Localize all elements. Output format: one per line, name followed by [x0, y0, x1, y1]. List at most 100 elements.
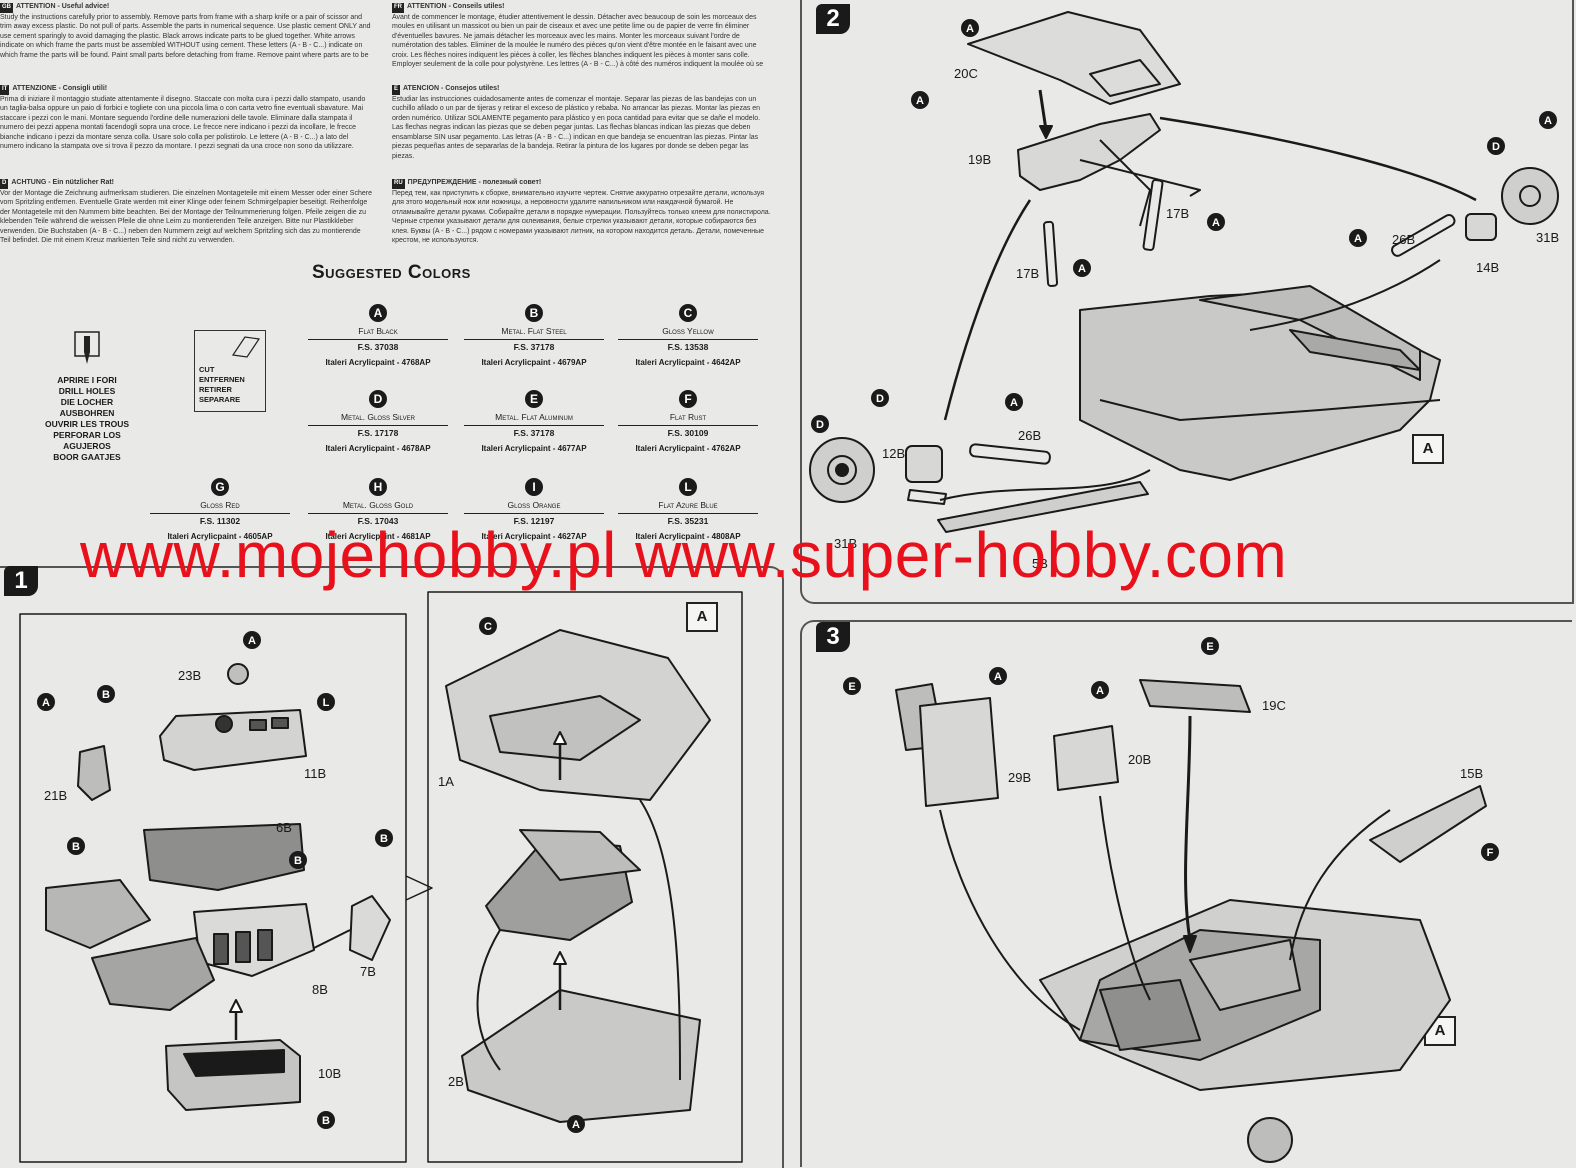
color-italeri-code: Italeri Acrylicpaint - 4605AP	[167, 532, 273, 541]
svg-text:A: A	[916, 95, 924, 107]
part-label: 10B	[318, 1066, 341, 1081]
callout-b: B	[67, 837, 85, 855]
callout-d: D	[811, 415, 829, 433]
color-italeri-code: Italeri Acrylicpaint - 4681AP	[325, 532, 431, 541]
color-italeri-code: Italeri Acrylicpaint - 4679AP	[481, 358, 587, 367]
svg-text:A: A	[1096, 685, 1104, 697]
callout-a: A	[1073, 259, 1091, 277]
color-fs-code: F.S. 17043	[357, 516, 399, 526]
color-name: Metal. Flat Aluminum	[464, 410, 604, 426]
drill-legend-line: BOOR GAATJES	[53, 452, 121, 462]
instructions-es-text: Estudiar las instrucciones cuidadosament…	[392, 95, 761, 160]
callout-d: D	[871, 389, 889, 407]
callout-a: A	[243, 631, 261, 649]
color-italeri-code: Italeri Acrylicpaint - 4768AP	[325, 358, 431, 367]
color-letter-badge: A	[369, 304, 387, 322]
part-label: 19B	[968, 152, 991, 167]
drill-legend-line: DIE LOCHER AUSBOHREN	[59, 397, 115, 418]
color-name: Metal. Gloss Silver	[308, 410, 448, 426]
svg-text:A: A	[42, 697, 50, 709]
callout-e: E	[1201, 637, 1219, 655]
color-fs-code: F.S. 37178	[513, 342, 555, 352]
drill-legend-line: APRIRE I FORI	[57, 375, 117, 385]
drill-legend-line: PERFORAR LOS AGUJEROS	[53, 430, 121, 451]
callout-b: B	[317, 1111, 335, 1129]
svg-text:A: A	[572, 1119, 580, 1131]
part-letter-callouts: A A A A A D A D D A A A B L B B B B C A …	[37, 19, 1557, 1133]
color-name: Gloss Yellow	[618, 324, 758, 340]
svg-text:B: B	[102, 689, 110, 701]
svg-text:B: B	[72, 841, 80, 853]
step-3-number: 3	[816, 622, 850, 652]
svg-text:E: E	[1206, 641, 1213, 653]
callout-b: B	[289, 851, 307, 869]
callout-l: L	[317, 693, 335, 711]
step-2-panel	[800, 0, 1574, 604]
svg-text:A: A	[1010, 397, 1018, 409]
callout-a: A	[989, 667, 1007, 685]
color-italeri-code: Italeri Acrylicpaint - 4678AP	[325, 444, 431, 453]
color-fs-code: F.S. 37038	[357, 342, 399, 352]
svg-text:A: A	[966, 23, 974, 35]
color-fs-code: F.S. 17178	[357, 428, 399, 438]
svg-text:A: A	[1354, 233, 1362, 245]
svg-text:B: B	[322, 1115, 330, 1127]
part-label: 8B	[312, 982, 328, 997]
step-1-frame-ref: A	[686, 602, 718, 632]
color-fs-code: F.S. 13538	[667, 342, 709, 352]
step-2-number: 2	[816, 4, 850, 34]
color-letter-badge: H	[369, 478, 387, 496]
svg-text:C: C	[484, 621, 492, 633]
color-fs-code: F.S. 12197	[513, 516, 555, 526]
step-1-panel	[0, 566, 784, 1168]
color-name: Flat Azure Blue	[618, 498, 758, 514]
color-fs-code: F.S. 11302	[199, 516, 241, 526]
cut-legend-line: ENTFERNEN	[199, 375, 245, 384]
color-letter-badge: L	[679, 478, 697, 496]
svg-text:F: F	[1487, 847, 1494, 859]
part-label: 15B	[1460, 766, 1483, 781]
svg-text:B: B	[294, 855, 302, 867]
callout-a: A	[1539, 111, 1557, 129]
svg-text:L: L	[323, 697, 330, 709]
callout-c: C	[479, 617, 497, 635]
drill-legend-line: OUVRIR LES TROUS	[44, 419, 130, 429]
cut-icon	[231, 336, 261, 358]
callout-e: E	[843, 677, 861, 695]
part-label: 12B	[882, 446, 905, 461]
callout-d: D	[1487, 137, 1505, 155]
suggested-colors-title: Suggested Colors	[312, 262, 471, 283]
watermark-text: www.mojehobby.pl www.super-hobby.com	[80, 519, 1288, 591]
part-label: 1A	[438, 774, 454, 789]
step-3-panel	[800, 620, 1572, 1167]
color-name: Flat Black	[308, 324, 448, 340]
callout-a: A	[1091, 681, 1109, 699]
color-letter-badge: I	[525, 478, 543, 496]
cut-legend-line: RETIRER	[199, 385, 232, 394]
svg-text:A: A	[1078, 263, 1086, 275]
drill-legend-line: DRILL HOLES	[58, 386, 116, 396]
svg-text:A: A	[248, 635, 256, 647]
color-letter-badge: F	[679, 390, 697, 408]
color-name: Gloss Orange	[464, 498, 604, 514]
callout-b: B	[375, 829, 393, 847]
color-name: Flat Rust	[618, 410, 758, 426]
callout-a: A	[1207, 213, 1225, 231]
instructions-en-text: Study the instructions carefully prior t…	[0, 13, 371, 59]
callout-b: B	[97, 685, 115, 703]
svg-text:D: D	[876, 393, 884, 405]
